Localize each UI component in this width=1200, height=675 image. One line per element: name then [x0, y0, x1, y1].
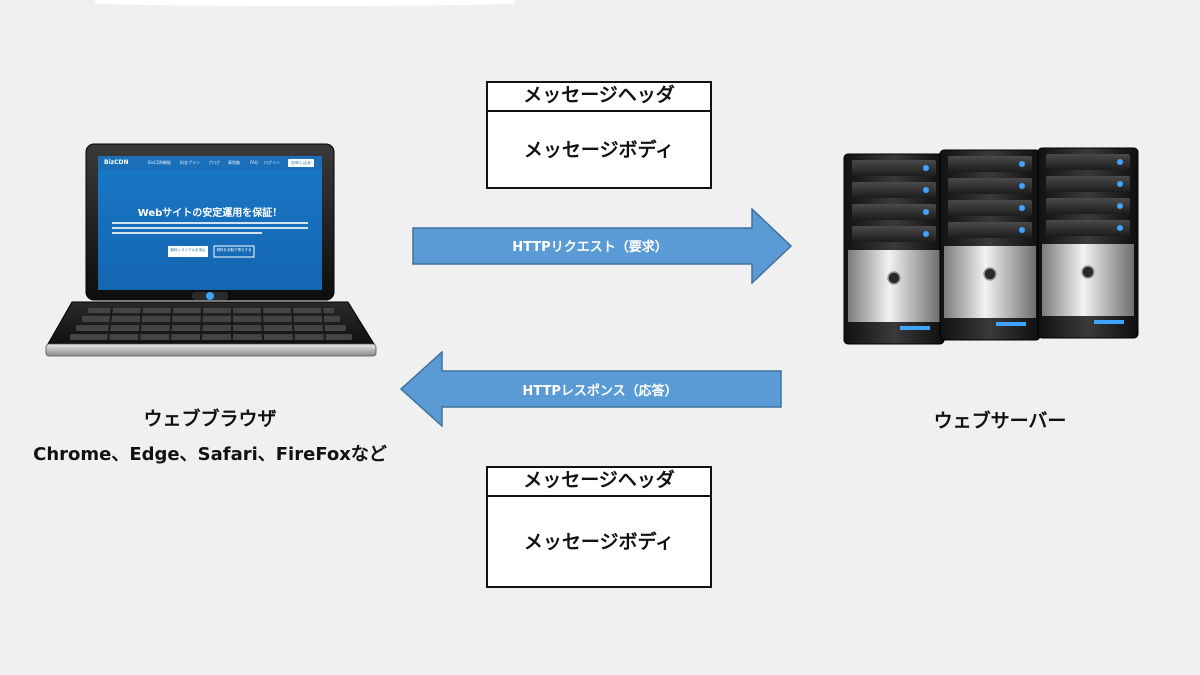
screen-cta-button: お申し込み: [291, 160, 311, 165]
screen-nav-item: ログイン: [264, 160, 280, 165]
browser-examples: Chrome、Edge、Safari、FireFoxなど: [33, 444, 387, 465]
browser-title: ウェブブラウザ: [143, 408, 277, 430]
laptop-icon: [45, 143, 377, 357]
screen-nav-item: 料金プラン: [180, 160, 200, 165]
request-message-body: メッセージボディ: [523, 139, 675, 161]
request-arrow: [412, 208, 792, 284]
laptop-illustration: BizCDN BizCDN機能 料金プラン ブログ 事例集 FAQ ログイン お…: [42, 142, 380, 360]
response-message-box: メッセージヘッダ メッセージボディ: [486, 466, 712, 588]
response-message-body: メッセージボディ: [523, 531, 675, 553]
laptop-screen: BizCDN BizCDN機能 料金プラン ブログ 事例集 FAQ ログイン お…: [98, 156, 322, 290]
screen-nav-item: ブログ: [208, 160, 220, 165]
screen-brand: BizCDN: [104, 159, 129, 166]
screen-button-primary: 無料トライアルを申込: [170, 248, 206, 252]
server-rack-icon: [843, 147, 1139, 345]
response-message-header: メッセージヘッダ: [488, 468, 710, 497]
server-title: ウェブサーバー: [933, 410, 1067, 432]
screen-nav-item: FAQ: [250, 160, 258, 165]
screen-nav-item: BizCDN機能: [148, 160, 171, 165]
server-illustration: [842, 140, 1160, 345]
screen-button-secondary: 資料をお取り寄せする: [216, 248, 252, 252]
response-arrow: [400, 351, 782, 427]
screen-headline: Webサイトの安定運用を保証！: [137, 208, 283, 219]
request-message-header: メッセージヘッダ: [488, 83, 710, 112]
response-arrow-label: HTTPレスポンス（応答）: [522, 384, 678, 399]
screen-nav-item: 事例集: [228, 160, 240, 165]
request-arrow-label: HTTPリクエスト（要求）: [512, 240, 668, 255]
top-decoration: [95, 0, 515, 6]
request-message-box: メッセージヘッダ メッセージボディ: [486, 81, 712, 189]
